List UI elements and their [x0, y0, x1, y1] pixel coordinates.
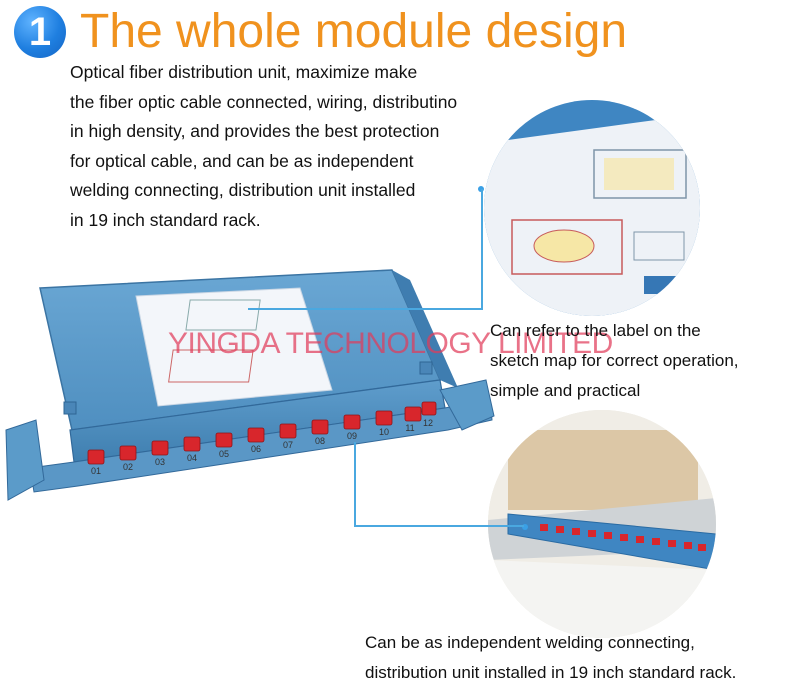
port-number-label: 08: [314, 436, 325, 446]
label-callout-text: Can refer to the label on the sketch map…: [490, 316, 739, 406]
intro-paragraph: Optical fiber distribution unit, maximiz…: [70, 58, 540, 236]
rack-callout-text: Can be as independent welding connecting…: [365, 628, 736, 688]
callout-line: Can refer to the label on the: [490, 321, 701, 340]
callout-line: Can be as independent welding connecting…: [365, 633, 695, 652]
port-number-label: 02: [122, 462, 133, 472]
intro-line: for optical cable, and can be as indepen…: [70, 150, 414, 171]
connector-line: [354, 442, 356, 526]
port-number-label: 09: [346, 431, 357, 441]
watermark: YINGDA TECHNOLOGY LIMITED: [168, 327, 613, 360]
step-number-badge: 1: [14, 6, 66, 58]
intro-line: Optical fiber distribution unit, maximiz…: [70, 62, 418, 82]
port-number-label: 11: [405, 423, 415, 433]
connector-line: [354, 525, 524, 527]
port-number-label: 10: [378, 427, 389, 437]
label-sketch-illustration: [484, 114, 700, 316]
callout-line: distribution unit installed in 19 inch s…: [365, 663, 737, 682]
intro-line: the fiber optic cable connected, wiring,…: [70, 91, 458, 112]
page-title: The whole module design: [80, 5, 628, 58]
port-number-label: 07: [282, 440, 293, 450]
label-closeup-photo: [484, 100, 700, 316]
port-number-label: 03: [154, 457, 165, 467]
connector-line: [481, 189, 483, 309]
callout-line: simple and practical: [490, 381, 641, 400]
connector-line: [248, 308, 483, 310]
port-number-label: 01: [90, 466, 101, 476]
port-number-label: 04: [186, 453, 197, 463]
intro-line: welding connecting, distribution unit in…: [70, 180, 416, 201]
fiber-distribution-module-image: [5, 269, 495, 501]
port-number-label: 05: [218, 449, 229, 459]
callout-line: sketch map for correct operation,: [490, 351, 739, 370]
port-number-label: 12: [422, 418, 433, 428]
connector-dot: [522, 524, 528, 530]
intro-line: in 19 inch standard rack.: [70, 209, 261, 230]
port-number-label: 06: [250, 444, 261, 454]
intro-line: in high density, and provides the best p…: [70, 121, 440, 142]
